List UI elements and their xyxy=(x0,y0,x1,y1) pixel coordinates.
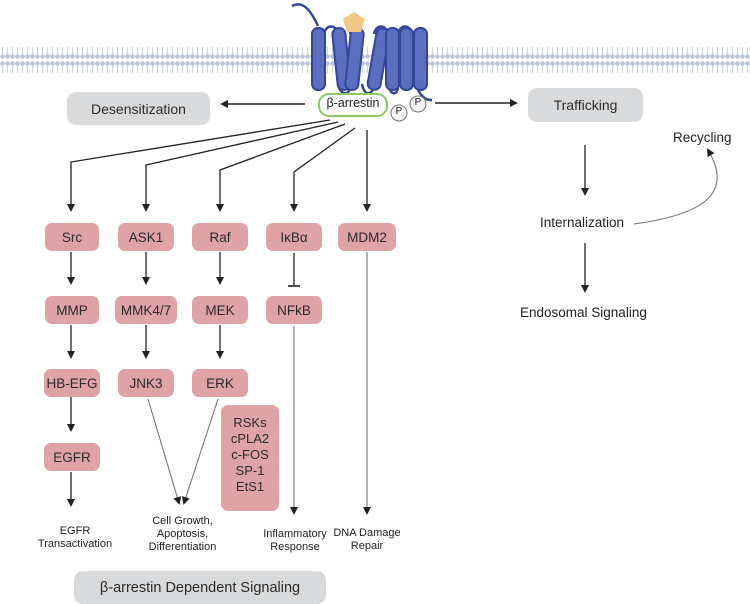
arrow-to-ikba xyxy=(290,127,356,212)
trafficking-box: Trafficking xyxy=(528,88,643,122)
arrow-to-src xyxy=(67,119,331,212)
internalization-label: Internalization xyxy=(540,215,625,230)
endosomal-signaling-label: Endosomal Signaling xyxy=(520,305,647,320)
beta-arrestin-label: β-arrestin xyxy=(326,96,380,110)
phosphate-icon xyxy=(390,104,408,122)
arrow-to-ask1 xyxy=(142,121,339,212)
phosphate-label: P xyxy=(395,106,403,117)
node-mmk4-7: MMK4/7 xyxy=(115,296,177,324)
erk-targets-box: RSKs cPLA2 c-FOS SP-1 EtS1 xyxy=(221,405,279,511)
node-hb-efg: HB-EFG xyxy=(44,369,100,397)
arrow-to-raf xyxy=(216,123,346,212)
node-ask1: ASK1 xyxy=(118,223,174,251)
arrow-jnk3-to-outcome xyxy=(147,398,182,505)
node-raf: Raf xyxy=(192,223,248,251)
node-mek: MEK xyxy=(192,296,248,324)
footer-title-box: β-arrestin Dependent Signaling xyxy=(74,571,326,604)
phosphate-icon xyxy=(409,95,427,113)
ligand-icon xyxy=(343,12,365,32)
beta-arrestin-shape xyxy=(318,93,388,117)
node-mdm2: MDM2 xyxy=(338,223,396,251)
desensitization-box: Desensitization xyxy=(67,92,210,125)
node-egfr: EGFR xyxy=(44,443,100,471)
cell-growth-label: Cell Growth, Apoptosis, Differentiation xyxy=(148,515,217,553)
recycling-label: Recycling xyxy=(673,130,732,145)
node-mmp: MMP xyxy=(45,296,99,324)
gpcr-receptor xyxy=(291,3,433,102)
arrow-erk-to-outcome xyxy=(182,398,219,505)
arrow-to-recycling xyxy=(633,148,718,225)
phosphate-label: P xyxy=(414,97,422,108)
node-jnk3: JNK3 xyxy=(118,369,174,397)
node-nfkb: NFkB xyxy=(266,296,322,324)
node-erk: ERK xyxy=(192,369,248,397)
node-ikba: IκBα xyxy=(266,223,322,251)
node-src: Src xyxy=(45,223,99,251)
